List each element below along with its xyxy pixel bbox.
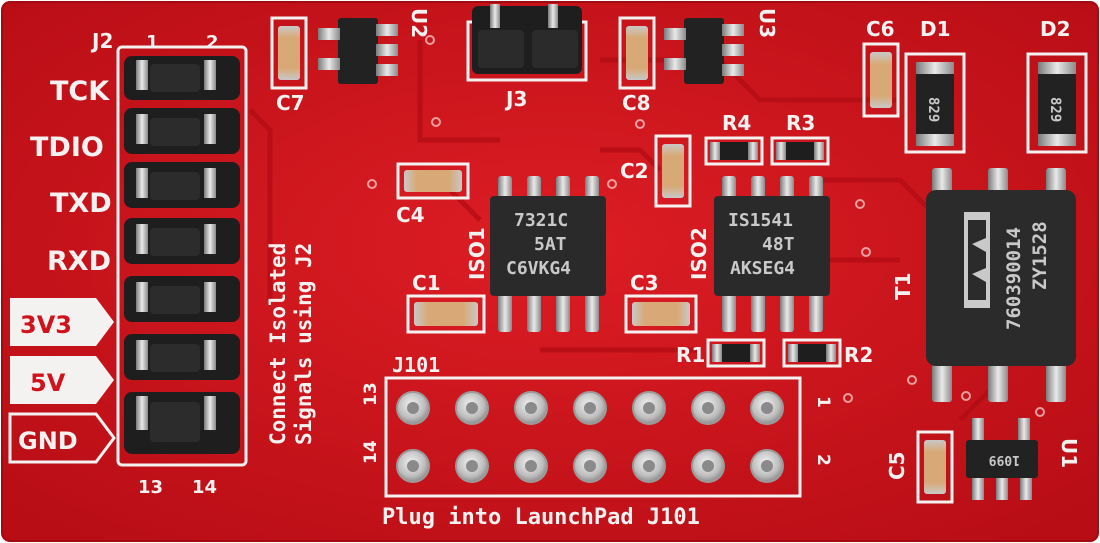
svg-text:829: 829	[925, 97, 941, 122]
jumper-row[interactable]	[124, 162, 240, 208]
svg-text:C6VKG4: C6VKG4	[506, 258, 571, 279]
j101-pin-13: 13	[361, 382, 381, 406]
capacitor-c5: C5	[885, 430, 954, 504]
svg-text:ZY1528: ZY1528	[1029, 221, 1051, 290]
svg-text:Signals using J2: Signals using J2	[292, 243, 316, 445]
u2-regulator: U2	[318, 8, 431, 84]
svg-text:5AT: 5AT	[534, 234, 567, 255]
jumper-row[interactable]	[124, 56, 240, 100]
j101-footer: Plug into LaunchPad J101	[382, 505, 700, 530]
capacitor-c1: C1	[406, 271, 486, 334]
svg-text:C8: C8	[622, 91, 651, 115]
j2-pin-13-label: 13	[138, 477, 163, 498]
svg-text:C1: C1	[412, 271, 441, 295]
capacitor-c2: C2	[620, 134, 692, 208]
svg-text:Connect Isolated: Connect Isolated	[266, 243, 290, 445]
j101-label: J101	[392, 353, 440, 377]
t1-label: T1	[891, 272, 915, 300]
svg-text:7321C: 7321C	[514, 210, 568, 231]
j101-pads	[396, 391, 784, 483]
u3-label: U3	[755, 8, 779, 38]
jumper-row[interactable]	[124, 108, 240, 154]
svg-text:R4: R4	[722, 111, 751, 135]
svg-text:C2: C2	[620, 159, 649, 183]
u2-label: U2	[407, 8, 431, 38]
svg-text:GND: GND	[18, 427, 78, 455]
u3-regulator: U3	[664, 8, 779, 84]
jumper-row[interactable]	[124, 218, 240, 264]
j2-pin-14-label: 14	[192, 477, 217, 498]
j101-pin-2: 2	[813, 454, 833, 466]
header-j101: J101 Plug into LaunchPad J101 13 14 1 2	[361, 353, 833, 530]
iso2-chip: IS1541 48T AKSEG4 ISO2	[687, 176, 830, 332]
power-label-5v: 5V	[10, 356, 114, 404]
transformer-t1: 760390014 ZY1528 T1	[891, 168, 1076, 402]
svg-text:D1: D1	[920, 17, 951, 41]
j101-pin-1: 1	[813, 396, 833, 408]
jumper-j3[interactable]: J3	[466, 4, 588, 111]
iso2-label: ISO2	[687, 227, 711, 280]
signal-label-txd: TXD	[50, 188, 112, 219]
resistor-r4: R4	[704, 111, 764, 166]
resistor-r1: R1	[676, 338, 766, 368]
svg-text:IS1541: IS1541	[728, 210, 793, 231]
signal-label-tdio: TDIO	[30, 132, 104, 163]
svg-text:C6: C6	[866, 17, 895, 41]
svg-text:5V: 5V	[30, 369, 66, 397]
capacitor-c6: C6	[862, 17, 900, 118]
j101-pin-14: 14	[361, 440, 381, 464]
jumper-row[interactable]	[124, 334, 240, 380]
svg-text:48T: 48T	[762, 234, 795, 255]
svg-text:R3: R3	[786, 111, 815, 135]
j2-pin-2-label: 2	[206, 32, 219, 53]
capacitor-c4: C4	[396, 162, 470, 227]
svg-text:C5: C5	[885, 451, 909, 480]
svg-text:3V3: 3V3	[20, 311, 72, 339]
vias	[367, 35, 1045, 417]
u1-label: U1	[1057, 438, 1081, 468]
power-label-gnd: GND	[8, 412, 116, 464]
resistor-r3: R3	[770, 111, 830, 166]
we-logo-icon	[964, 212, 990, 308]
svg-text:C3: C3	[630, 271, 659, 295]
svg-text:829: 829	[1047, 97, 1063, 122]
jumper-row[interactable]	[124, 392, 240, 454]
j2-pin-1-label: 1	[146, 32, 159, 53]
svg-text:R2: R2	[844, 343, 873, 367]
power-label-3v3: 3V3	[10, 298, 114, 346]
svg-text:D2: D2	[1040, 17, 1071, 41]
svg-text:AKSEG4: AKSEG4	[730, 258, 795, 279]
svg-text:1099: 1099	[989, 452, 1020, 467]
capacitor-c7: C7	[270, 16, 308, 115]
j3-label: J3	[504, 87, 527, 111]
svg-text:R1: R1	[676, 343, 705, 367]
signal-label-rxd: RXD	[47, 246, 111, 277]
signal-label-tck: TCK	[50, 76, 110, 107]
svg-text:760390014: 760390014	[1003, 227, 1025, 330]
iso1-label: ISO1	[465, 227, 489, 280]
capacitor-c3: C3	[624, 271, 698, 334]
svg-text:C4: C4	[396, 203, 425, 227]
j2-label: J2	[90, 29, 113, 53]
resistor-r2: R2	[782, 338, 873, 368]
diode-d2: D2 829	[1026, 17, 1088, 154]
jumper-row[interactable]	[124, 276, 240, 322]
header-j2: J2 1 2 13 14	[90, 29, 248, 498]
u1-chip: 1099 U1	[966, 418, 1081, 500]
iso1-chip: 7321C 5AT C6VKG4 ISO1	[465, 176, 606, 332]
svg-text:C7: C7	[276, 91, 305, 115]
diode-d1: D1 829	[904, 17, 966, 154]
capacitor-c8: C8	[618, 16, 656, 115]
side-note: Connect Isolated Signals using J2	[266, 243, 316, 445]
